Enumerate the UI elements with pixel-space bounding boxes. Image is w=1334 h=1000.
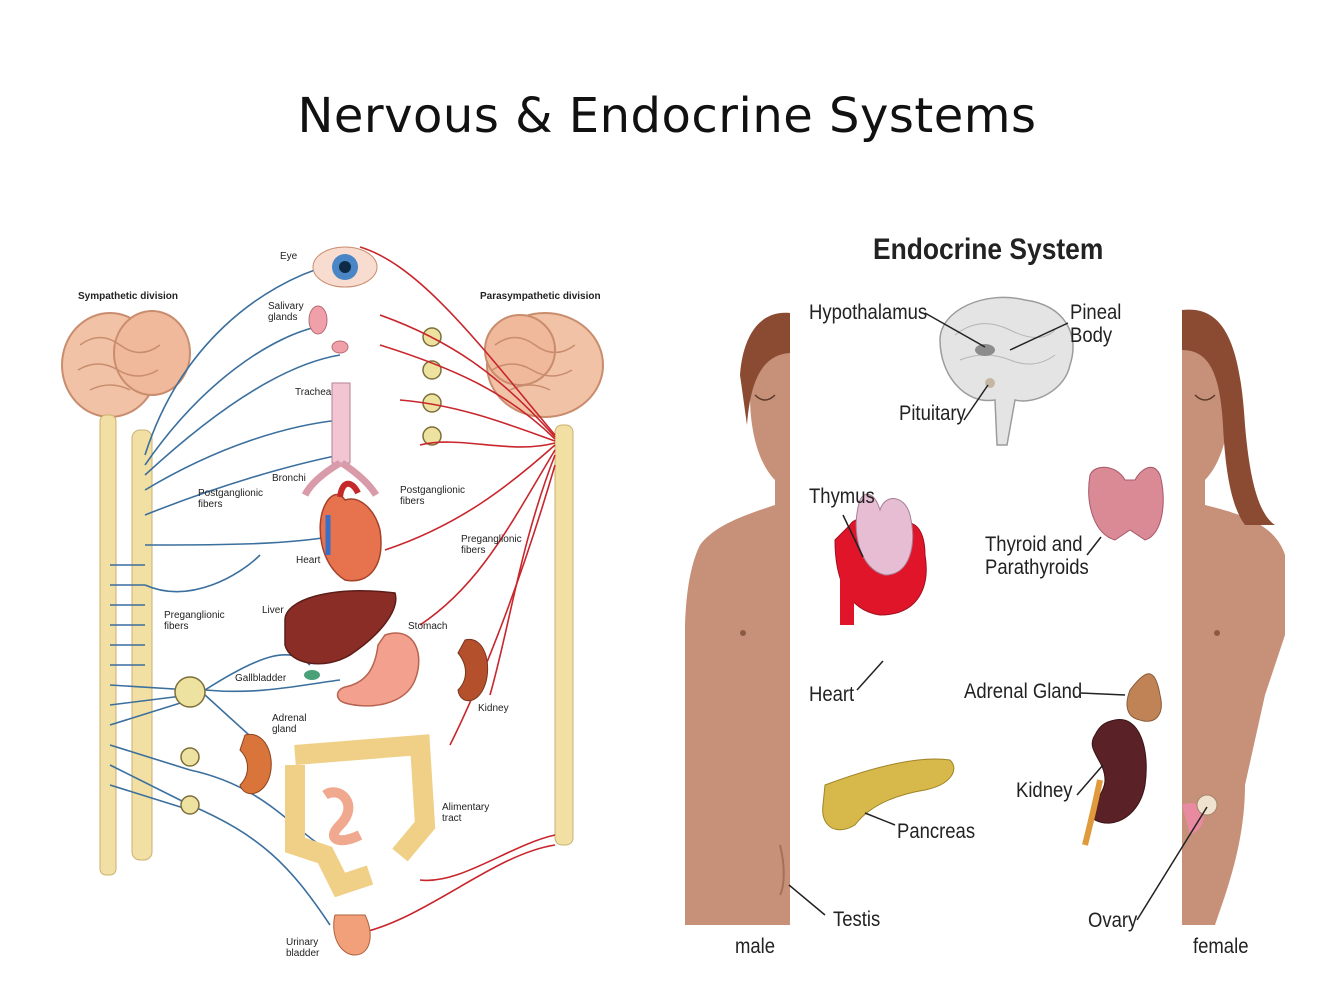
bronchi-label: Bronchi: [272, 473, 306, 484]
stomach-label: Stomach: [408, 621, 448, 632]
nervous-system-illustration: [61, 246, 604, 956]
male-label: male: [735, 935, 776, 958]
thymus-heart-icon: [834, 493, 927, 625]
parasympathetic-division-label: Parasympathetic division: [480, 291, 601, 302]
heart-label: Heart: [296, 555, 321, 566]
kidney-label: Kidney: [478, 703, 509, 714]
postganglionic-fibers-left-label: Postganglionic fibers: [198, 488, 264, 510]
endocrine-system-title: Endocrine System: [873, 233, 1104, 266]
endocrine-system-diagram: Endocrine System Hypothalamus Pineal Bod…: [685, 225, 1305, 980]
label-leader-lines: [788, 312, 1208, 921]
gallbladder-label: Gallbladder: [235, 673, 287, 684]
trachea-label: Trachea: [295, 387, 332, 398]
female-body-figure: [1182, 309, 1285, 925]
nervous-system-diagram: Sympathetic division Parasympathetic div…: [40, 225, 660, 980]
thymus-label: Thymus: [809, 485, 875, 508]
preganglionic-fibers-right-label: Preganglionic fibers: [461, 534, 522, 556]
trachea-bronchi-icon: [301, 382, 380, 497]
pineal-body-label: Pineal Body: [1070, 301, 1122, 348]
intestine-icon: [285, 734, 436, 898]
kidney-icon: [1091, 719, 1147, 824]
brain-icon: [939, 296, 1074, 446]
parasympathetic-fibers: [349, 246, 556, 936]
male-body-figure: [685, 312, 790, 925]
postganglionic-fibers-mid-label: Postganglionic fibers: [400, 485, 466, 507]
stomach-icon: [336, 632, 420, 707]
salivary-glands-icon: [308, 305, 349, 354]
urinary-bladder-icon: [333, 914, 371, 956]
adrenal-gland-label: Adrenal gland: [272, 713, 307, 735]
endocrine-system-illustration: [685, 296, 1285, 925]
urinary-bladder-label: Urinary bladder: [286, 937, 320, 959]
sympathetic-division-label: Sympathetic division: [78, 291, 179, 302]
pancreas-icon: [822, 758, 955, 831]
heart-icon: [319, 480, 382, 582]
gallbladder-icon: [304, 670, 320, 680]
right-spinal-cord: [554, 424, 574, 846]
liver-icon: [284, 590, 397, 665]
pancreas-label: Pancreas: [897, 820, 976, 843]
slide-title: Nervous & Endocrine Systems: [297, 88, 1037, 144]
left-brain-icon: [61, 310, 191, 418]
kidney-label: Kidney: [1016, 779, 1073, 802]
adrenal-kidney-icon: [239, 733, 272, 795]
right-brain-icon: [484, 312, 604, 418]
thyroid-parathyroids-label: Thyroid and Parathyroids: [985, 533, 1089, 580]
preganglionic-fibers-left-label: Preganglionic fibers: [164, 610, 225, 632]
adrenal-gland-icon: [1126, 673, 1162, 722]
hypothalamus-label: Hypothalamus: [809, 301, 928, 324]
ureter: [1082, 779, 1103, 846]
salivary-glands-label: Salivary glands: [268, 301, 304, 323]
alimentary-tract-label: Alimentary tract: [442, 802, 490, 824]
thyroid-icon: [1088, 466, 1164, 541]
right-kidney-icon: [457, 639, 489, 702]
ganglia: [174, 327, 442, 815]
eye-label: Eye: [280, 251, 298, 262]
ovary-label: Ovary: [1088, 909, 1138, 932]
adrenal-gland-label: Adrenal Gland: [964, 680, 1083, 703]
testis-label: Testis: [833, 908, 881, 931]
pituitary-label: Pituitary: [899, 402, 966, 425]
eye-icon: [312, 246, 378, 288]
heart-label: Heart: [809, 683, 855, 706]
liver-label: Liver: [262, 605, 284, 616]
female-label: female: [1193, 935, 1249, 958]
